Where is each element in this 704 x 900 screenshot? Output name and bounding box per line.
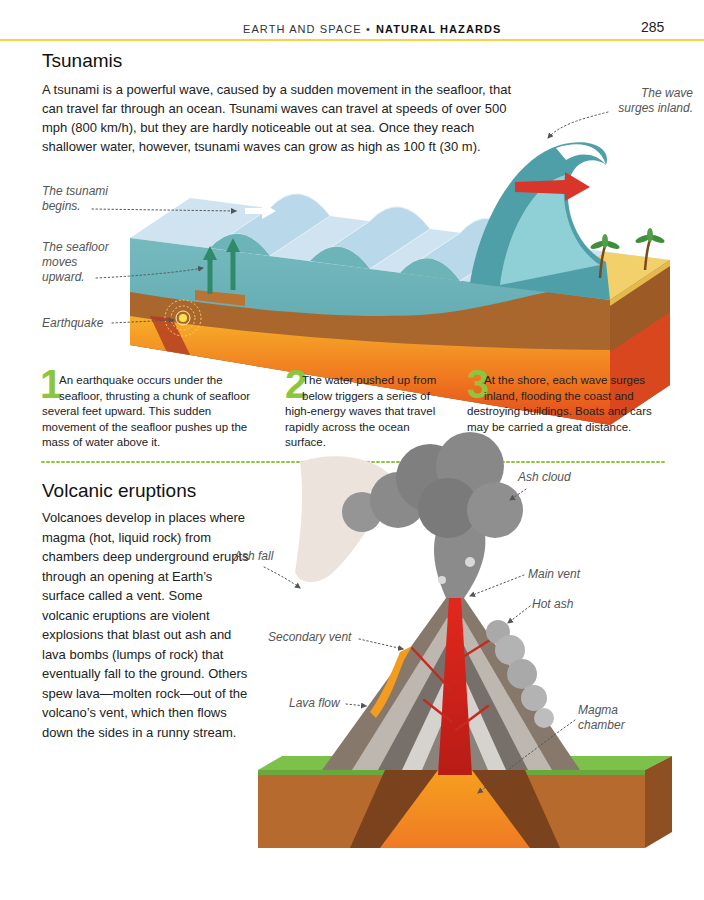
- callout-label: Secondary vent: [268, 630, 351, 645]
- callout-label: Hot ash: [532, 597, 573, 612]
- header-rule: [0, 40, 704, 41]
- section-label: EARTH AND SPACE •: [243, 23, 371, 35]
- big-wave: [556, 144, 606, 165]
- hot-ash: [507, 659, 537, 689]
- motion-arrows: [231, 250, 236, 290]
- palm-trees: [645, 240, 650, 270]
- callout-label: Ash cloud: [518, 470, 571, 485]
- leader-lines: [510, 489, 526, 500]
- section-label: NATURAL HAZARDS: [376, 23, 501, 35]
- number-spacer: [285, 373, 302, 401]
- leader-lines: [346, 704, 366, 706]
- hot-ash: [521, 685, 547, 711]
- callout-label: The seafloor moves upward.: [42, 240, 114, 285]
- page-number: 285: [641, 19, 664, 35]
- volcano-cone: [438, 598, 472, 775]
- lava-flow: [370, 646, 412, 718]
- volcano-cone: [322, 598, 580, 775]
- leader-lines: [92, 209, 236, 211]
- ground-block: [258, 770, 645, 848]
- section-heading: Tsunamis: [42, 50, 122, 72]
- step-number: 1: [40, 366, 62, 402]
- palm-trees: [589, 228, 665, 278]
- secondary-vents: [412, 640, 490, 730]
- motion-arrows: [515, 172, 590, 201]
- motion-arrows: [203, 246, 217, 260]
- callout-label: The tsunami begins.: [42, 184, 127, 214]
- earthquake-focus: [179, 314, 187, 322]
- intro-text: Volcanoes develop in places where magma …: [42, 508, 249, 742]
- ash-cloud: [342, 432, 523, 538]
- motion-arrows: [203, 172, 590, 294]
- ash-fall: [295, 456, 392, 582]
- leader-lines: [508, 606, 530, 623]
- ash-cloud: [467, 482, 523, 538]
- number-spacer: [467, 373, 484, 401]
- leader-lines: [548, 112, 608, 138]
- hot-ash: [534, 708, 554, 728]
- secondary-vents: [424, 700, 452, 722]
- header-rule: [0, 39, 704, 41]
- motion-arrows: [226, 238, 240, 252]
- number-spacer: [42, 373, 59, 401]
- wave-ridges: [210, 234, 270, 256]
- motion-arrows: [245, 203, 276, 219]
- ground-block: [645, 756, 672, 848]
- motion-arrows: [208, 258, 213, 294]
- callout-label: The wave surges inland.: [611, 86, 693, 116]
- step-text: At the shore, each wave surges inland, f…: [467, 373, 659, 435]
- ground-block: [380, 770, 530, 848]
- leader-lines: [96, 268, 203, 278]
- right-face: [610, 260, 670, 306]
- callout-label: Main vent: [528, 567, 580, 582]
- step-text: The water pushed up from below triggers …: [285, 373, 450, 451]
- front-face: [195, 290, 245, 306]
- section-heading: Volcanic eruptions: [42, 480, 196, 502]
- lava-flow: [370, 646, 412, 718]
- earthquake-focus: [171, 306, 195, 330]
- palm-trees: [602, 234, 608, 248]
- leader-lines: [264, 489, 575, 793]
- secondary-vents: [458, 640, 490, 660]
- front-face: [130, 288, 610, 440]
- secondary-vents: [412, 648, 451, 690]
- callout-label: Ash fall: [234, 549, 273, 564]
- callout-label: Magma chamber: [578, 703, 642, 733]
- secondary-vents: [456, 706, 488, 730]
- ash-column: [438, 576, 446, 584]
- wave-ridges: [400, 258, 460, 281]
- wave-ridges: [310, 247, 370, 269]
- big-wave: [470, 142, 610, 300]
- hot-ash: [486, 620, 554, 728]
- leader-lines: [264, 567, 300, 588]
- step-text: An earthquake occurs under the seafloor,…: [42, 373, 252, 451]
- big-wave: [470, 142, 610, 300]
- leader-lines: [359, 639, 403, 649]
- leader-lines: [470, 575, 524, 596]
- palm-trees: [647, 228, 653, 242]
- intro-text: A tsunami is a powerful wave, caused by …: [42, 80, 527, 156]
- ground-block: [350, 770, 560, 848]
- leader-lines: [112, 320, 174, 323]
- earthquake-focus: [165, 300, 201, 336]
- ash-fall: [295, 456, 392, 582]
- ash-column: [465, 557, 475, 567]
- callout-label: Earthquake: [42, 316, 103, 331]
- palm-trees: [600, 246, 605, 278]
- wave-ridges: [210, 194, 330, 256]
- earthquake-focus: [176, 311, 190, 325]
- callout-label: Lava flow: [289, 696, 340, 711]
- wave-ridges: [310, 207, 430, 269]
- earthquake-focus: [165, 300, 201, 336]
- leader-lines: [478, 720, 575, 793]
